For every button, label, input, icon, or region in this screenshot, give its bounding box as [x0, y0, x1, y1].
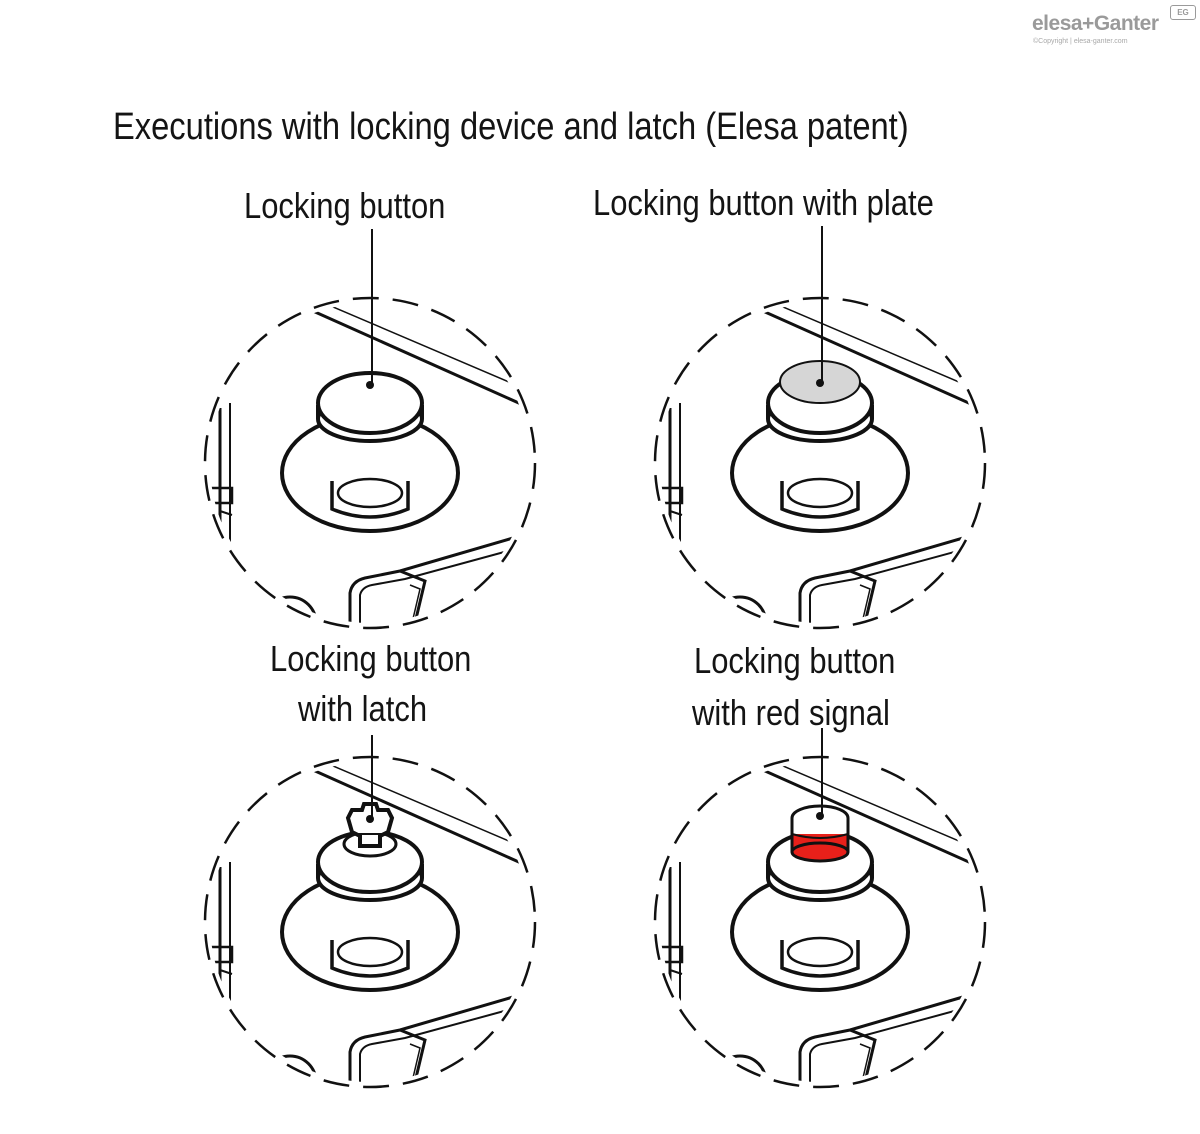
label-locking-button: Locking button	[244, 185, 446, 226]
brand-name: elesa+Ganter	[1032, 12, 1159, 35]
label-locking-button-with-red-signal-line-1: Locking button	[694, 640, 896, 681]
brand-copyright: ©Copyright | elesa-ganter.com	[1033, 38, 1128, 45]
label-locking-button-with-latch-line-1: Locking button	[270, 638, 472, 679]
diagram-title: Executions with locking device and latch…	[113, 106, 909, 148]
label-locking-button-with-latch-line-2: with latch	[298, 688, 428, 729]
panel-locking-button-with-plate	[653, 226, 987, 630]
panel-locking-button-with-red-signal	[653, 728, 987, 1089]
brand-badge: EG	[1170, 5, 1196, 20]
panel-locking-button	[203, 229, 537, 630]
panel-locking-button-with-latch	[203, 735, 537, 1089]
label-locking-button-with-red-signal-line-2: with red signal	[692, 692, 890, 733]
latch-icon	[342, 802, 398, 858]
brand-logo: elesa+Ganter EG ©Copyright | elesa-gante…	[1032, 5, 1196, 48]
red-signal-indicator	[790, 804, 850, 863]
label-locking-button-with-plate: Locking button with plate	[593, 182, 934, 223]
